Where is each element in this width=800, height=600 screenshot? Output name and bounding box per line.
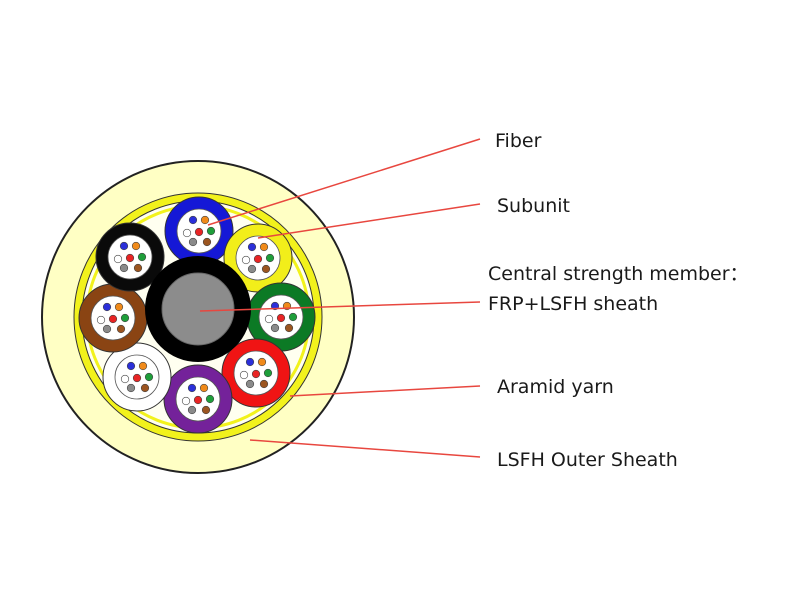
fiber xyxy=(284,323,294,333)
fiber xyxy=(120,313,130,323)
label-aramid-yarn: Aramid yarn xyxy=(497,376,614,398)
fiber xyxy=(259,379,269,389)
label-fiber: Fiber xyxy=(495,130,542,152)
fiber xyxy=(259,242,269,252)
aramid-leader-line xyxy=(289,385,481,397)
label-lsfh-outer-sheath: LSFH Outer Sheath xyxy=(497,449,678,471)
subunits xyxy=(78,196,316,434)
fiber xyxy=(125,253,135,263)
fiber xyxy=(113,254,123,264)
fiber xyxy=(247,264,257,274)
fiber xyxy=(132,373,142,383)
fiber xyxy=(116,324,126,334)
fiber xyxy=(119,241,129,251)
fiber xyxy=(188,237,198,247)
label-central-strength-member: Central strength member： xyxy=(488,263,749,285)
fiber xyxy=(144,372,154,382)
fiber xyxy=(276,313,286,323)
fiber xyxy=(187,383,197,393)
central-strength-member-core xyxy=(161,272,235,346)
fiber xyxy=(137,252,147,262)
label-subunit: Subunit xyxy=(497,195,570,217)
subunit-leader-line xyxy=(257,203,481,239)
fiber-leader-line xyxy=(207,138,481,226)
fiber xyxy=(181,396,191,406)
fiber xyxy=(245,379,255,389)
fiber xyxy=(187,405,197,415)
fiber xyxy=(206,226,216,236)
fiber xyxy=(108,314,118,324)
fiber xyxy=(188,215,198,225)
fiber xyxy=(257,357,267,367)
fiber xyxy=(182,228,192,238)
label-frp-lsfh-sheath: FRP+LSFH sheath xyxy=(488,293,659,315)
fiber xyxy=(202,237,212,247)
fiber xyxy=(114,302,124,312)
fiber xyxy=(126,361,136,371)
fiber xyxy=(288,312,298,322)
fiber xyxy=(193,395,203,405)
fiber xyxy=(194,227,204,237)
fiber xyxy=(200,215,210,225)
leader-lines xyxy=(199,138,481,458)
fiber xyxy=(251,369,261,379)
fiber xyxy=(253,254,263,264)
fiber xyxy=(120,374,130,384)
fiber xyxy=(140,383,150,393)
fiber xyxy=(102,324,112,334)
fiber xyxy=(261,264,271,274)
cable-cross-section xyxy=(41,160,355,474)
fiber xyxy=(133,263,143,273)
fiber xyxy=(263,368,273,378)
fiber xyxy=(265,253,275,263)
fiber xyxy=(199,383,209,393)
fiber xyxy=(119,263,129,273)
fiber xyxy=(247,242,257,252)
fiber xyxy=(245,357,255,367)
fiber xyxy=(138,361,148,371)
fiber xyxy=(131,241,141,251)
fiber xyxy=(270,323,280,333)
fiber xyxy=(264,314,274,324)
central-member-leader-line xyxy=(199,301,481,312)
fiber xyxy=(96,315,106,325)
fiber xyxy=(126,383,136,393)
sheath-leader-line xyxy=(249,439,481,458)
fiber xyxy=(205,394,215,404)
fiber xyxy=(102,302,112,312)
fiber xyxy=(239,370,249,380)
fiber xyxy=(241,255,251,265)
fiber xyxy=(201,405,211,415)
